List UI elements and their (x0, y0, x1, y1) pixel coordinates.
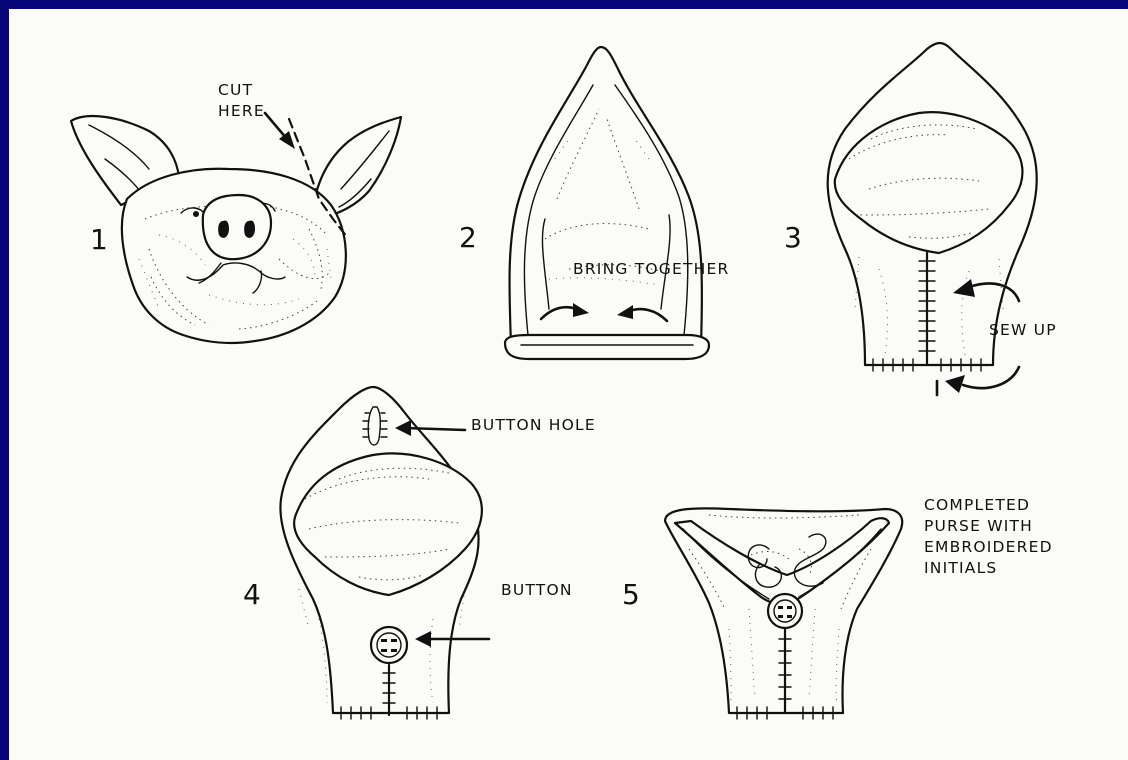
illustration (9, 9, 1128, 760)
purse-opened-icon (505, 47, 709, 359)
cut-arrow-icon (265, 113, 295, 149)
sew-up-label: SEW UP (989, 320, 1057, 340)
step-number-4: 4 (243, 580, 261, 610)
completed-label-line-2: PURSE WITH (924, 516, 1033, 536)
step-number-1: 1 (90, 225, 108, 255)
button-label: BUTTON (501, 580, 573, 600)
bring-together-label: BRING TOGETHER (573, 259, 729, 279)
completed-label-line-1: COMPLETED (924, 495, 1030, 515)
purse-completed-icon (665, 508, 902, 719)
cut-label-line-1: CUT (218, 80, 253, 100)
cut-label-line-2: HERE (218, 101, 265, 121)
step-number-2: 2 (459, 223, 477, 253)
completed-label-line-3: EMBROIDERED (924, 537, 1053, 557)
button-hole-label: BUTTON HOLE (471, 415, 596, 435)
step-number-3: 3 (784, 223, 802, 253)
completed-label-line-4: INITIALS (924, 558, 997, 578)
pig-head-icon (71, 116, 401, 343)
purse-buttonhole-icon (280, 387, 481, 719)
diagram-frame: 1 2 3 4 5 CUT HERE BRING TOGETHER SEW UP… (9, 9, 1128, 760)
step-number-5: 5 (622, 580, 640, 610)
